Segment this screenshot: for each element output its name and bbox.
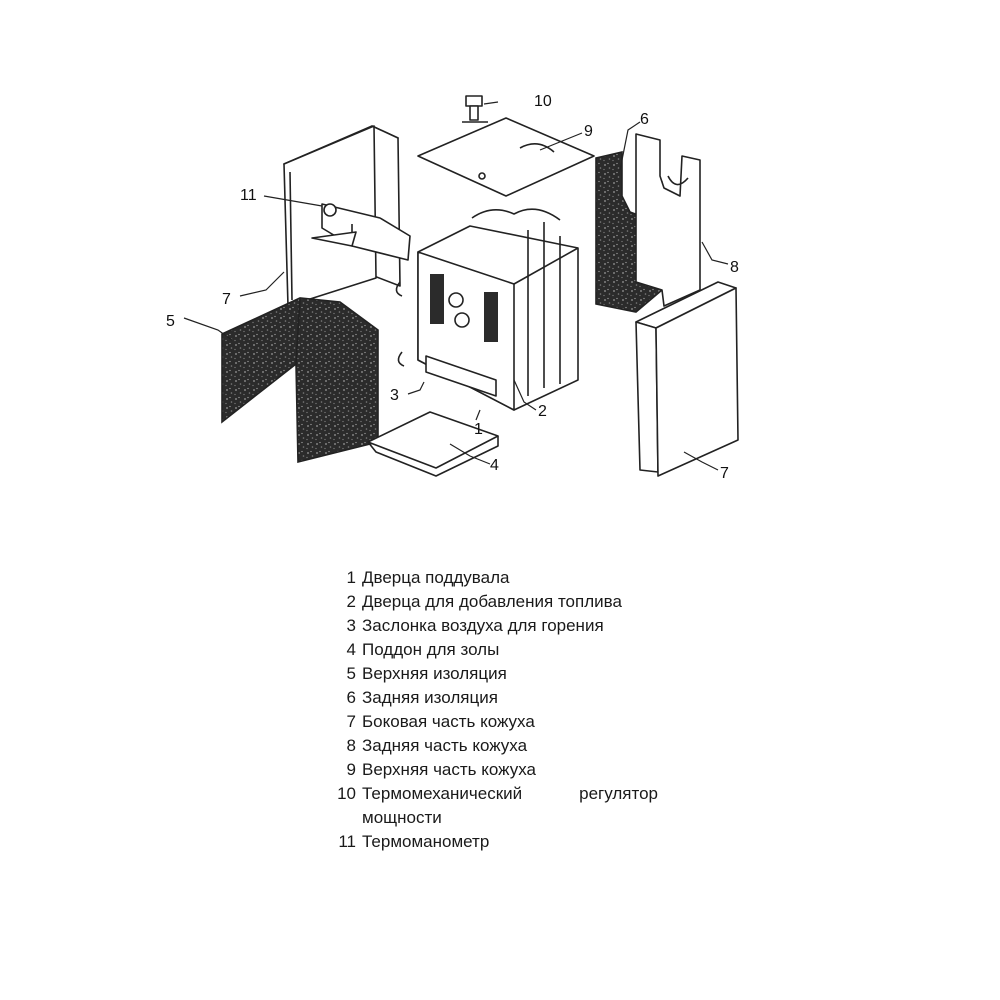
parts-legend: 1 Дверца поддувала 2 Дверца для добавления… [328, 566, 658, 854]
legend-text: Заслонка воздуха для горения [362, 616, 604, 635]
power-regulator [462, 95, 488, 123]
callout-3: 3 [390, 387, 399, 404]
legend-number: 11 [338, 832, 356, 851]
callout-7-left: 7 [222, 291, 231, 308]
legend-text: Дверца поддувала [362, 568, 510, 587]
callout-7-right: 7 [720, 465, 729, 482]
leader-lines [183, 101, 729, 471]
legend-text: Верхняя часть кожуха [362, 760, 536, 779]
legend-text: Поддон для золы [362, 640, 500, 659]
legend-text: Боковая часть кожуха [362, 712, 535, 731]
callout-9: 9 [584, 123, 593, 140]
legend-item: 11 Термоманометр [328, 830, 658, 854]
legend-number: 8 [346, 736, 356, 755]
legend-number: 1 [346, 568, 356, 587]
legend-number: 5 [346, 664, 356, 683]
legend-text: Верхняя изоляция [362, 664, 507, 683]
legend-item: 10 Термомеханический регулятор мощности [328, 782, 658, 830]
legend-number: 6 [346, 688, 356, 707]
legend-item: 1 Дверца поддувала [328, 566, 658, 590]
legend-item: 3 Заслонка воздуха для горения [328, 614, 658, 638]
callout-10: 10 [534, 93, 552, 110]
legend-text: Термоманометр [362, 832, 490, 851]
callout-1: 1 [474, 421, 483, 438]
callout-8: 8 [730, 259, 739, 276]
callout-2: 2 [538, 403, 547, 420]
legend-number: 9 [346, 760, 356, 779]
top-insulation [221, 297, 379, 464]
legend-number: 10 [337, 784, 356, 803]
legend-number: 3 [346, 616, 356, 635]
legend-number: 2 [346, 592, 356, 611]
legend-item: 2 Дверца для добавления топлива [328, 590, 658, 614]
legend-item: 7 Боковая часть кожуха [328, 710, 658, 734]
callout-labels: 10 9 6 8 11 7 5 3 1 2 4 7 [166, 93, 739, 482]
callout-6: 6 [640, 111, 649, 128]
boiler-body [395, 208, 579, 411]
legend-item: 4 Поддон для золы [328, 638, 658, 662]
ash-tray [367, 411, 499, 477]
legend-text: Задняя часть кожуха [362, 736, 528, 755]
legend-text: Задняя изоляция [362, 688, 498, 707]
side-casing-right [635, 281, 739, 477]
legend-number: 4 [346, 640, 356, 659]
callout-5: 5 [166, 313, 175, 330]
legend-number: 7 [346, 712, 356, 731]
legend-text: Термомеханический регулятор мощности [362, 784, 658, 827]
legend-item: 8 Задняя часть кожуха [328, 734, 658, 758]
legend-text: Дверца для добавления топлива [362, 592, 622, 611]
legend-item: 9 Верхняя часть кожуха [328, 758, 658, 782]
rear-casing [635, 133, 701, 307]
thermomanometer [311, 203, 411, 261]
top-casing [417, 117, 595, 197]
callout-4: 4 [490, 457, 499, 474]
exploded-boiler-diagram: 10 9 6 8 11 7 5 3 1 2 4 7 [166, 93, 739, 482]
legend-item: 6 Задняя изоляция [328, 686, 658, 710]
legend-item: 5 Верхняя изоляция [328, 662, 658, 686]
callout-11: 11 [240, 187, 257, 204]
